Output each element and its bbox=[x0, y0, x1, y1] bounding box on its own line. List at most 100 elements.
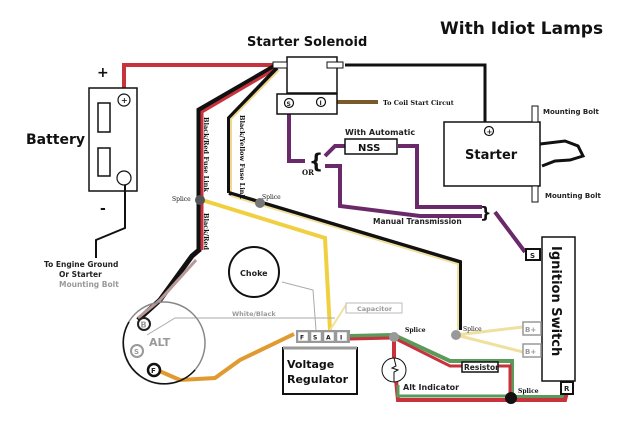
ground-label-2: Or Starter bbox=[59, 270, 102, 279]
solenoid-label: Starter Solenoid bbox=[247, 35, 367, 50]
mounting-bolt-top-label: Mounting Bolt bbox=[543, 108, 599, 116]
mounting-bolt-bottom-label: Mounting Bolt bbox=[545, 192, 601, 200]
splice-dot bbox=[255, 198, 265, 208]
wire-purple-nss-out bbox=[398, 144, 482, 209]
regulator-label-2: Regulator bbox=[287, 373, 349, 386]
with-automatic-label: With Automatic bbox=[345, 128, 415, 137]
starter-label: Starter bbox=[465, 148, 518, 163]
wire-purple-to-ignition bbox=[493, 210, 527, 254]
regulator-terminal-strip bbox=[296, 330, 350, 343]
wire-purple-solenoid bbox=[287, 103, 305, 163]
regulator-terminal-s-label: S bbox=[313, 335, 317, 342]
capacitor bbox=[345, 302, 403, 314]
wire-field-orange bbox=[156, 332, 295, 383]
splice-dot bbox=[451, 330, 461, 340]
regulator-terminal-f-label: F bbox=[300, 335, 304, 342]
regulator-terminal-a-label: A bbox=[326, 335, 331, 342]
manual-transmission-label: Manual Transmission bbox=[373, 217, 462, 226]
solenoid-terminal-left bbox=[272, 61, 288, 69]
ign-r-terminal-inner bbox=[562, 383, 572, 393]
alt-b-terminal bbox=[137, 317, 151, 331]
wire-splice-to-ignition bbox=[228, 191, 462, 330]
alt-f-terminal bbox=[146, 362, 162, 378]
ground-label-3: Mounting Bolt bbox=[59, 280, 119, 289]
ignition-switch-body bbox=[541, 236, 576, 382]
splice-label: Splice bbox=[518, 388, 539, 395]
wire-red-indicator bbox=[349, 336, 512, 400]
solenoid-terminal-right bbox=[326, 61, 344, 69]
ign-s-terminal-inner bbox=[527, 250, 539, 259]
ign-bplus2-label: B+ bbox=[525, 348, 536, 356]
battery-plus-label: + bbox=[97, 65, 109, 81]
alt-indicator-label: Alt Indicator bbox=[403, 383, 459, 392]
mounting-bolt-top bbox=[531, 105, 539, 123]
voltage-regulator-body bbox=[282, 347, 358, 395]
black-red-label: Black/Red bbox=[202, 213, 210, 251]
alternator-outline-dark bbox=[122, 321, 196, 385]
wire-yellow-to-regulator bbox=[201, 198, 332, 331]
wire-white-black bbox=[146, 317, 335, 336]
splice-label: Splice bbox=[405, 327, 426, 334]
diagram-title: With Idiot Lamps bbox=[440, 19, 603, 39]
ign-bplus-terminal bbox=[522, 321, 542, 336]
solenoid-s-label: S bbox=[287, 101, 291, 108]
regulator-terminal-i-label: I bbox=[340, 335, 342, 342]
battery-cell bbox=[97, 102, 111, 133]
wire-green-indicator bbox=[349, 332, 565, 399]
wire-capacitor bbox=[329, 304, 347, 331]
splice-dot bbox=[389, 332, 399, 342]
starter-drive-icon bbox=[539, 139, 586, 168]
nss-box bbox=[344, 138, 398, 155]
white-black-label: White/Black bbox=[232, 310, 276, 318]
ign-bplus-terminal bbox=[522, 343, 542, 358]
battery-label: Battery bbox=[26, 132, 85, 148]
lamp-filament-icon bbox=[390, 357, 400, 382]
splice-label: Splice bbox=[262, 194, 281, 201]
alt-s-terminal bbox=[130, 344, 144, 358]
regulator-terminal-a bbox=[323, 331, 335, 342]
capacitor-label: Capacitor bbox=[357, 305, 393, 313]
regulator-label-1: Voltage bbox=[287, 358, 334, 371]
to-coil-label: To Coil Start Circut bbox=[383, 99, 454, 107]
regulator-terminal-f bbox=[297, 331, 309, 342]
starter-positive-terminal bbox=[483, 125, 495, 137]
alt-s-label: S bbox=[134, 348, 139, 356]
splice-dot bbox=[505, 392, 517, 404]
or-label: OR bbox=[302, 168, 314, 177]
ignition-switch-label: Ignition Switch bbox=[548, 246, 563, 356]
wire-purple-nss bbox=[323, 144, 345, 158]
or-brace: { bbox=[309, 149, 323, 173]
solenoid-s-terminal bbox=[283, 97, 295, 109]
ground-label-1: To Engine Ground bbox=[44, 260, 118, 269]
battery-positive-terminal bbox=[117, 93, 131, 107]
splice-label: Splice bbox=[172, 196, 191, 203]
alt-f-label: F bbox=[151, 367, 156, 375]
wire-alt-indicator-loop bbox=[392, 338, 569, 402]
battery-negative-terminal bbox=[116, 170, 132, 186]
choke-label: Choke bbox=[240, 269, 268, 278]
ign-r-label: R bbox=[564, 385, 570, 393]
regulator-terminal-i bbox=[336, 331, 348, 342]
wire-bplus-1 bbox=[455, 325, 524, 337]
nss-label: NSS bbox=[358, 143, 380, 154]
wire-black-yellow-fuse-link-yellow bbox=[230, 69, 280, 193]
ign-s-label: S bbox=[530, 252, 535, 260]
black-yellow-fuse-label: Black/Yellow Fuse Link bbox=[238, 115, 246, 199]
solenoid-i-terminal bbox=[315, 96, 327, 108]
wire-bplus-2 bbox=[455, 333, 524, 354]
wire-splice-to-ignition-yellow bbox=[230, 195, 459, 330]
battery-minus-label: - bbox=[100, 201, 106, 217]
alt-b-label: B bbox=[141, 321, 147, 330]
manual-brace: } bbox=[480, 203, 491, 222]
ign-bplus1-label: B+ bbox=[525, 326, 536, 334]
wire-purple-manual bbox=[325, 164, 482, 218]
wire-black-yellow-fuse-link bbox=[227, 66, 279, 193]
regulator-terminal-s bbox=[310, 331, 322, 342]
alt-label: ALT bbox=[149, 336, 171, 349]
wire-black-red-to-alt bbox=[137, 258, 198, 320]
black-red-fuse-label: Black/Red Fuse Link bbox=[202, 117, 210, 192]
wire-battery-positive bbox=[122, 63, 275, 98]
mounting-bolt-bottom bbox=[531, 185, 539, 203]
